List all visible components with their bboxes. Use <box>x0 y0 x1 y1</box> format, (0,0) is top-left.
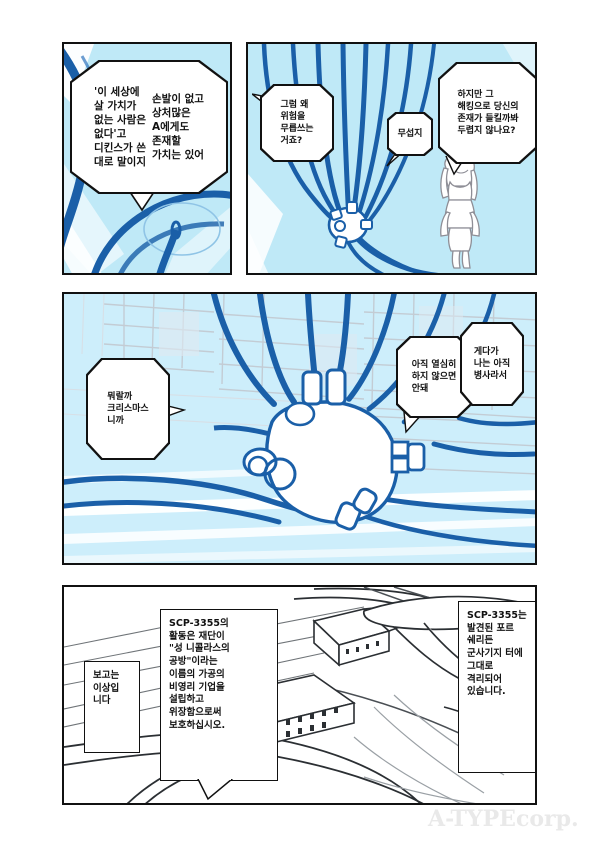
bubble-fill <box>440 64 535 162</box>
bubble-fill <box>262 86 332 160</box>
speech-text-p3-2: 아직 열심히 하지 않으면 안돼 <box>411 359 457 395</box>
speech-bubble-panel1: '이 세상에 살 가치가 없는 사람은 없다'고 디킨스가 쓴 대로 말이지 손… <box>70 60 228 194</box>
narration-box-report-end: 보고는 이상입 니다 <box>84 661 140 753</box>
bubble-fill <box>462 324 522 404</box>
bubble-text-wrap: '이 세상에 살 가치가 없는 사람은 없다'고 디킨스가 쓴 대로 말이지 손… <box>70 60 228 194</box>
narration-tail-p4 <box>197 779 234 801</box>
comic-panel-3: 뭐랄까 크리스마스 니까 아직 열심히 하지 않으면 안돼 게다가 나는 아직 … <box>62 292 537 565</box>
speech-text-p3-1: 뭐랄까 크리스마스 니까 <box>107 391 149 427</box>
bubble-fill <box>398 338 470 416</box>
speech-text-p3-3: 게다가 나는 아직 병사라서 <box>473 346 511 382</box>
speech-bubble-p3-christmas: 뭐랄까 크리스마스 니까 <box>86 358 170 460</box>
comic-panel-1: '이 세상에 살 가치가 없는 사람은 없다'고 디킨스가 쓴 대로 말이지 손… <box>62 42 232 275</box>
speech-text-p1-col2: 손발이 없고 상처많은 A에게도 존재할 가치는 있어 <box>152 92 204 162</box>
speech-text-p2-2: 무섭지 <box>397 128 423 139</box>
panel-4-scene-svg <box>64 587 535 803</box>
comic-panel-2: 그럼 왜 위험을 무릅쓰는 거죠? 무섭지 하지만 그 해킹으로 당신의 존재가… <box>246 42 537 275</box>
speech-bubble-p2-scary: 무섭지 <box>387 112 433 156</box>
speech-bubble-p3-soldier: 게다가 나는 아직 병사라서 <box>460 322 524 406</box>
speech-bubble-p2-why-risk: 그럼 왜 위험을 무릅쓰는 거죠? <box>260 84 334 162</box>
narration-box-scp-activity: SCP-3355의 활동은 재단이 "성 니콜라스의 공방"이라는 이름의 가공… <box>160 609 278 781</box>
watermark-logo: A-TYPEcorp. <box>428 806 579 832</box>
speech-bubble-p2-hacking: 하지만 그 해킹으로 당신의 존재가 들킬까봐 두렵지 않나요? <box>438 62 535 164</box>
comic-panel-4: 보고는 이상입 니다 SCP-3355의 활동은 재단이 "성 니콜라스의 공방… <box>62 585 537 805</box>
speech-text-p2-3: 하지만 그 해킹으로 당신의 존재가 들킬까봐 두렵지 않나요? <box>457 89 519 137</box>
bubble-fill <box>389 114 431 154</box>
bubble-fill <box>72 62 226 192</box>
speech-bubble-p3-work-harder: 아직 열심히 하지 않으면 안돼 <box>396 336 472 418</box>
speech-text-p1-col1: '이 세상에 살 가치가 없는 사람은 없다'고 디킨스가 쓴 대로 말이지 <box>94 85 146 169</box>
narration-box-scp-containment: SCP-3355는 발견된 포르 쉐리든 군사기지 터에 그대로 격리되어 있습… <box>458 601 535 773</box>
speech-text-p2-1: 그럼 왜 위험을 무릅쓰는 거죠? <box>280 99 314 147</box>
panel-4-artwork <box>64 587 535 803</box>
bubble-fill <box>88 360 168 458</box>
